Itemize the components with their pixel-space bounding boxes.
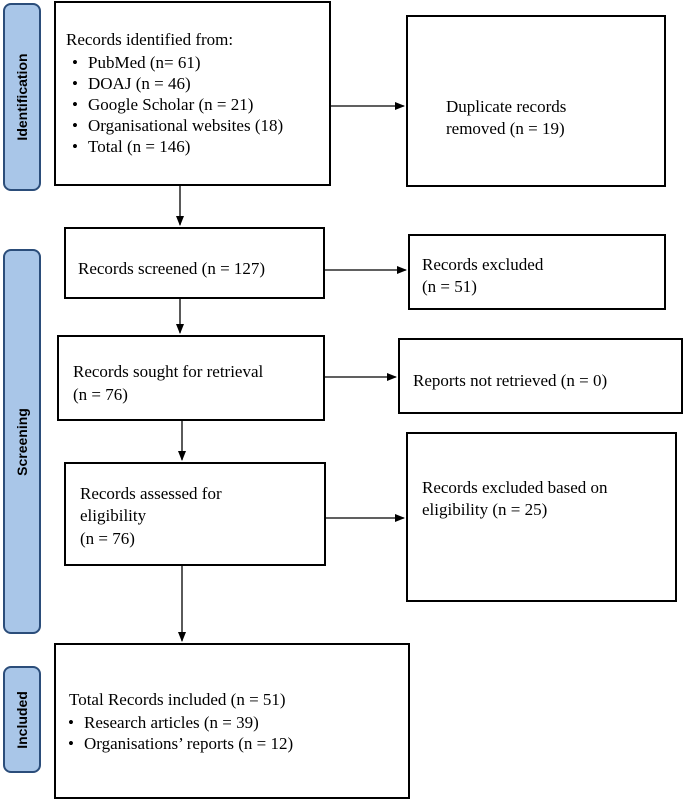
included-item: Organisations’ reports (n = 12): [62, 733, 293, 754]
source-item: PubMed (n= 61): [66, 52, 283, 73]
excluded-eligibility-line1: Records excluded based on: [422, 478, 608, 497]
reports-not-retrieved-box: Reports not retrieved (n = 0): [398, 338, 683, 414]
records-identified-list: PubMed (n= 61) DOAJ (n = 46) Google Scho…: [66, 52, 283, 157]
phase-identification: Identification: [3, 3, 41, 191]
records-excluded-line1: Records excluded: [422, 255, 544, 274]
duplicates-line1: Duplicate records: [446, 97, 567, 116]
excluded-eligibility-box: Records excluded based on eligibility (n…: [406, 432, 677, 602]
source-item: DOAJ (n = 46): [66, 73, 283, 94]
records-sought-line2: (n = 76): [73, 385, 128, 404]
duplicates-line2: removed (n = 19): [446, 119, 565, 138]
records-included-heading: Total Records included (n = 51): [69, 690, 286, 709]
records-included-list: Research articles (n = 39) Organisations…: [62, 712, 293, 754]
reports-not-retrieved-text: Reports not retrieved (n = 0): [413, 371, 608, 390]
records-screened-text: Records screened (n = 127): [78, 259, 266, 278]
records-identified-box: Records identified from: PubMed (n= 61) …: [54, 1, 331, 186]
records-identified-heading: Records identified from:: [66, 30, 234, 49]
records-included-box: Total Records included (n = 51) Research…: [54, 643, 410, 799]
source-item: Total (n = 146): [66, 136, 283, 157]
records-assessed-line2: eligibility: [80, 506, 147, 525]
source-item: Google Scholar (n = 21): [66, 94, 283, 115]
duplicates-removed-box: Duplicate records removed (n = 19): [406, 15, 666, 187]
records-assessed-line3: (n = 76): [80, 529, 135, 548]
records-excluded-line2: (n = 51): [422, 277, 477, 296]
records-sought-line1: Records sought for retrieval: [73, 362, 264, 381]
phase-included: Included: [3, 666, 41, 773]
source-item: Organisational websites (18): [66, 115, 283, 136]
records-assessed-box: Records assessed for eligibility (n = 76…: [64, 462, 326, 566]
records-excluded-box: Records excluded (n = 51): [408, 234, 666, 310]
included-item: Research articles (n = 39): [62, 712, 293, 733]
excluded-eligibility-line2: eligibility (n = 25): [422, 500, 548, 519]
phase-screening: Screening: [3, 249, 41, 634]
records-assessed-line1: Records assessed for: [80, 484, 222, 503]
records-screened-box: Records screened (n = 127): [64, 227, 325, 299]
records-sought-box: Records sought for retrieval (n = 76): [57, 335, 325, 421]
